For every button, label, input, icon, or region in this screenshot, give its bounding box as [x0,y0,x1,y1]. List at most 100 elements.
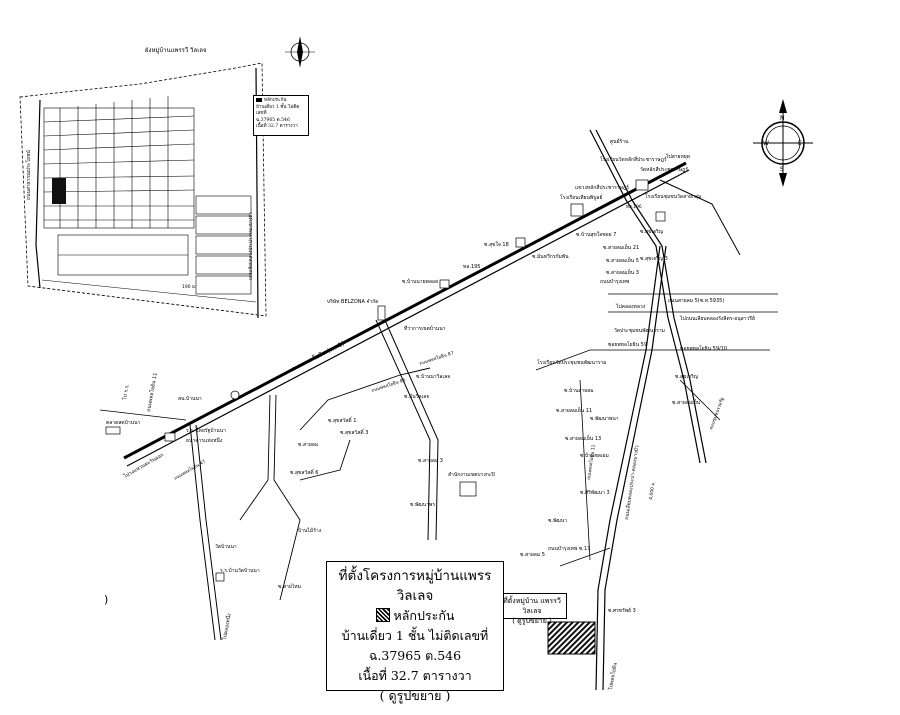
label-soi-j: ซ.พัฒนาพนา [590,416,619,422]
label-to-bottom: ไปพหลโยธิน [607,662,619,692]
label-to-bl: ไปคลองหนึ่ง [221,612,233,641]
store-icon [439,279,450,289]
school-icon [655,211,666,222]
label-soi-t: ซ.สุขสวัสดิ์ 3 [340,428,368,436]
label-market: ศูนย์ร้าน [610,138,629,145]
label-market2: ตลาดสดบ้านนา [106,419,140,426]
label-rd-mid: ถนนพหลโยธิน 87 [418,349,454,367]
label-soi-y: ซ.พัฒนาพร [410,502,435,508]
label-rd-thang: ทล.196 [626,204,642,210]
label-soi-l: ซ.บ้านชลเอม [580,452,609,459]
collateral-marker-icon [256,98,262,102]
project-plot-marker [547,621,596,655]
label-soi-c: ซ.สุขเจริญ [640,228,663,235]
legend-area: เนื้อที่ 32.7 ตารางวา [358,668,472,683]
label-temple-d: วัดบ้านนา [215,543,237,550]
label-bank2: ซ.บ้านนายพลอส [402,278,438,285]
legend-marker: หลักประกัน [393,608,455,623]
label-rd-v3: 4,000 ม. [648,481,657,500]
stray-paren: ) [104,593,108,606]
label-soi-d: ซ.สุขเจริญ 3 [640,255,668,262]
bank-icon [570,203,584,217]
label-factory: สำนักงานเขตบางกะปิ [448,471,495,478]
landmark-icons [105,179,666,582]
hospital-icon [215,572,225,582]
label-soi-fa: ซ.มั่นทวีกรกัมพัน [532,253,569,260]
label-soi-u: ซ.สายลม [298,442,318,448]
legend-desc: บ้านเดี่ยว 1 ชั้น ไม่ติดเลขที่ [341,628,489,643]
office-building-icon [459,481,477,497]
label-soi-b: ซ.สายลมเย็น 3 [606,268,639,276]
label-school-e: ร.ร.บ้านวัดบ้านนา [220,567,260,574]
compass-e: E [798,140,802,147]
label-rd-v: ถนนเลียบคลองประปา-คลองบางบัว [623,445,640,521]
market-icon [105,426,121,435]
label-soi18: ซ.สุขใจ 18 [484,241,509,248]
compass-icon: N S E W [753,99,813,187]
label-soi-o: ซ.สายลม 5 [520,552,545,558]
label-soi-w: ซ.บ้านนาวิลเลจ [416,373,450,380]
label-rd-klong2: ไปถนนเลียบคลองรังสิตร-อนุสาวรีย์ [679,315,755,322]
label-rd-lak: ถนนบำรุงเทพ [600,279,629,285]
label-soi-i: ซ.สายลมเย็น 11 [556,406,592,414]
label-soi-m: ซ.ศิริพัฒนา 3 [580,489,610,496]
road-network [99,129,778,691]
label-police: สน.บ้านนา [178,395,202,402]
inset-road-bottom: 190 ม. [182,284,196,290]
label-temple-b: วัดหลักสี่ประชาราษฎร์ [640,166,688,173]
label-soi-g: ซ.บ้านสายลม [564,387,594,394]
label-soi-k: ซ.สายลมเย็น 13 [565,434,601,442]
label-school-c: โรงเรียนวัดประชุมชนพัฒนาราม [537,359,606,366]
inset-plan: ผังหมู่บ้านแพรรวี วิลเลจ 190 ม. ถนนสาธาร… [19,46,267,319]
inset-legend-marker: หลักประกัน [264,98,287,103]
label-soi-e: ซ.สายลมเย็น 5 [606,256,639,264]
label-rd-17: ถนนบำรุงเทพ ซ.17 [548,546,590,552]
label-soi7: ซ.บ้านสุขใจซอย 7 [576,231,616,238]
inset-title: ผังหมู่บ้านแพรรวี วิลเลจ [145,46,206,54]
label-rd-klong: ไปคลองหลวง [615,303,646,310]
inset-legend-desc: บ้านเดี่ยว 1 ชั้น ไม่ติดเลขที่ [256,104,300,117]
project-location-box: ที่ตั้งหมู่บ้าน แพรรวี วิลเลจ ( ดูรูปขยา… [497,593,567,625]
label-temple-e: บ้านไม้ร้าง [298,527,322,534]
compass-n: N [780,115,785,122]
label-school-a: แขวงหลักสี่ประชาราษฎร์ [575,184,629,191]
roundabout-icon [230,390,240,400]
temple-icon [635,179,649,191]
label-office: ที่ว่าการเขตบ้านนา [404,325,446,332]
collateral-plot-marker [52,178,66,204]
legend-deed: ฉ.37965 ต.546 [368,648,462,663]
label-soi21: ซ.สายลมเย็น 21 [603,243,639,251]
label-soi-x: ซ.สายลม 3 [418,458,443,464]
inset-road-left: ถนนสาธารณประโยชน์ [25,150,32,200]
label-belzona: บริษัท BELZONA จำกัด [327,298,379,305]
label-rd-s9: ซอยพหลโยธิน 59 [608,341,647,348]
legend-note: ( ดูรูปขยาย ) [379,688,451,703]
compass-w: W [763,140,769,147]
legend-title: ที่ตั้งโครงการหมู่บ้านแพรร วิลเลจ [338,568,492,604]
label-school-d: ร.ร. ไทยรัฐบ้านนา [186,427,226,434]
label-left-road: ถนนพหลโยธิน 11 [145,372,159,412]
label-soi-n: ซ.พัฒนา [548,518,567,524]
label-rd-v2: ถนนพหลโยธิน 11 [585,444,597,480]
building-icon [377,305,386,321]
label-rd-s10: ซอยพหลโยธิน 59/10 [680,345,727,352]
police-icon [164,432,176,442]
compass-small-icon [285,36,315,68]
label-rd-ramaz: ถนนชุมชนรวมรัฐ [708,396,725,430]
label-temple-a: โรงเรียนวัดหลักสี่ประชาราษฎร์ [600,156,667,163]
label-hw195: ทล.195 [463,264,481,270]
label-main-road: ถนนพหลโยธิน (ทล.1) [290,339,345,372]
hatched-marker-icon [375,608,390,622]
inset-legend-deed: ฉ.37965 ต.546 [256,117,290,123]
compass-s: S [780,166,784,173]
inset-road-right: ถนนเลียบคลองประปา-คลองบางบัว [248,212,254,280]
label-rd-sai: ถนนสายลม 5(ซ.ท.5935) [668,298,724,304]
label-soi-h: ซ.สายลมเย็น [672,398,701,406]
project-box-line2: ( ดูรูปขยาย ) [512,617,552,625]
inset-legend: หลักประกัน บ้านเดี่ยว 1 ชั้น ไม่ติดเลขที… [253,95,309,136]
label-soi-z: ซ.สายไหม [278,583,301,590]
label-soi-f: ซ.สุขเจริญ [675,373,698,380]
label-soi-aa: ซ.มั่นวิลเลจ [404,393,429,400]
main-legend-box: ที่ตั้งโครงการหมู่บ้านแพรร วิลเลจ หลักปร… [326,561,504,703]
